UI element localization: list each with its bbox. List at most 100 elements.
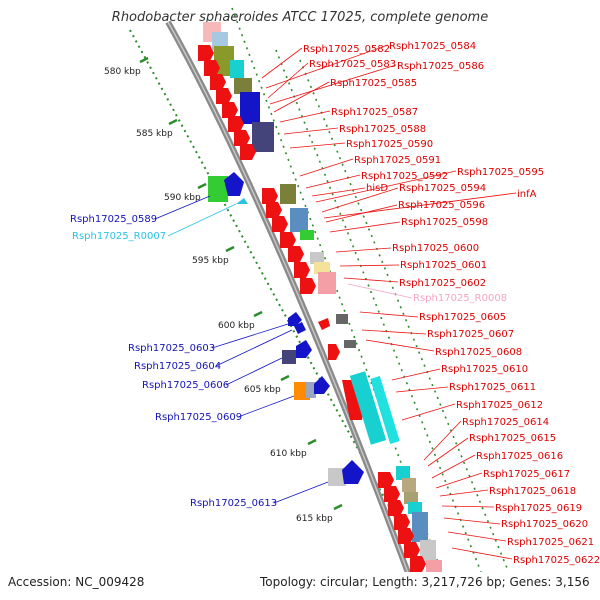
gene-arrow-0618[interactable]: [398, 528, 414, 544]
gene-arrow-0592[interactable]: [266, 202, 282, 218]
gene-arrow-0598[interactable]: [280, 232, 296, 248]
label-0610[interactable]: Rsph17025_0610: [441, 364, 528, 375]
label-0603[interactable]: Rsph17025_0603: [128, 343, 215, 354]
gene-block-0613[interactable]: [328, 468, 346, 486]
label-0606[interactable]: Rsph17025_0606: [142, 380, 229, 391]
label-infA[interactable]: infA: [517, 189, 537, 200]
gene-block-0601[interactable]: [314, 262, 330, 274]
gene-block-0619[interactable]: [420, 540, 436, 562]
label-0609[interactable]: Rsph17025_0609: [155, 412, 242, 423]
gene-arrow-0615[interactable]: [384, 486, 400, 502]
gene-arrow-0602[interactable]: [300, 278, 316, 294]
gene-arrow-0605[interactable]: [318, 318, 330, 330]
gene-block-0589[interactable]: [208, 176, 228, 202]
label-0621[interactable]: Rsph17025_0621: [507, 537, 594, 548]
gene-arrow-0586a[interactable]: [228, 116, 244, 132]
gene-arrow-0589[interactable]: [224, 172, 244, 196]
label-0605[interactable]: Rsph17025_0605: [419, 312, 506, 323]
label-0613[interactable]: Rsph17025_0613: [190, 498, 277, 509]
label-0615[interactable]: Rsph17025_0615: [469, 433, 556, 444]
label-0602[interactable]: Rsph17025_0602: [399, 278, 486, 289]
gene-arrow-0616[interactable]: [388, 500, 404, 516]
label-R0007[interactable]: Rsph17025_R0007: [72, 231, 166, 242]
gene-arrow-0609[interactable]: [314, 376, 330, 394]
gene-arrow-0587a[interactable]: [234, 130, 250, 146]
label-0591[interactable]: Rsph17025_0591: [354, 155, 441, 166]
gene-block-0600[interactable]: [310, 252, 324, 264]
label-0616[interactable]: Rsph17025_0616: [476, 451, 563, 462]
label-0590[interactable]: Rsph17025_0590: [346, 139, 433, 150]
gene-block-0596[interactable]: [300, 230, 314, 240]
gene-arrow-0585a[interactable]: [222, 102, 238, 118]
gene-block-0594[interactable]: [290, 208, 308, 232]
label-0582[interactable]: Rsph17025_0582: [303, 44, 390, 55]
label-0592[interactable]: Rsph17025_0592: [361, 171, 448, 182]
gene-arrow-0582b[interactable]: [204, 60, 220, 76]
gene-arrow-0621[interactable]: [410, 556, 426, 572]
gene-arrow-0588a[interactable]: [240, 144, 256, 160]
gene-block-0585[interactable]: [230, 60, 244, 78]
gene-arrow-0584a[interactable]: [216, 88, 232, 104]
gene-block-0591[interactable]: [280, 184, 296, 204]
label-R0008[interactable]: Rsph17025_R0008: [413, 293, 507, 304]
gene-arrow-0604[interactable]: [294, 322, 306, 334]
gene-block-0617[interactable]: [408, 502, 422, 514]
gene-block-0602[interactable]: [318, 272, 336, 294]
gene-block-0611[interactable]: [349, 371, 387, 445]
label-0596[interactable]: Rsph17025_0596: [398, 200, 485, 211]
gene-arrow-0582a[interactable]: [198, 45, 214, 61]
gene-block-0588[interactable]: [252, 122, 274, 152]
gene-block-0587[interactable]: [240, 92, 260, 124]
gene-arrow-0583a[interactable]: [210, 74, 226, 90]
label-0614[interactable]: Rsph17025_0614: [462, 417, 549, 428]
gene-block-0605[interactable]: [336, 314, 348, 324]
gene-arrow-0606[interactable]: [296, 340, 312, 358]
reverse-leader-lines: [154, 195, 329, 504]
gene-block-0618[interactable]: [412, 512, 428, 542]
label-0600[interactable]: Rsph17025_0600: [392, 243, 479, 254]
label-0585[interactable]: Rsph17025_0585: [330, 78, 417, 89]
gene-arrow-0614[interactable]: [378, 472, 394, 488]
gene-arrow-0601[interactable]: [294, 262, 310, 278]
label-0587[interactable]: Rsph17025_0587: [331, 107, 418, 118]
label-0588[interactable]: Rsph17025_0588: [339, 124, 426, 135]
label-0598[interactable]: Rsph17025_0598: [401, 217, 488, 228]
gene-block-0606[interactable]: [282, 350, 296, 364]
label-0604[interactable]: Rsph17025_0604: [134, 361, 221, 372]
gene-block-0609b[interactable]: [306, 382, 316, 398]
gene-block-0608[interactable]: [344, 340, 356, 348]
label-0607[interactable]: Rsph17025_0607: [427, 329, 514, 340]
gene-block-0583[interactable]: [212, 32, 228, 50]
gene-block-0614[interactable]: [396, 466, 410, 480]
label-0589[interactable]: Rsph17025_0589: [70, 214, 157, 225]
label-0619[interactable]: Rsph17025_0619: [495, 503, 582, 514]
gene-arrow-0620[interactable]: [404, 542, 420, 558]
gene-arrow-0600[interactable]: [288, 246, 304, 262]
label-0617[interactable]: Rsph17025_0617: [483, 469, 570, 480]
label-0618[interactable]: Rsph17025_0618: [489, 486, 576, 497]
label-0595[interactable]: Rsph17025_0595: [457, 167, 544, 178]
gene-arrow-0590[interactable]: [262, 188, 278, 204]
label-0584[interactable]: Rsph17025_0584: [389, 41, 476, 52]
trna-R0007[interactable]: [236, 198, 248, 204]
gene-arrow-0617[interactable]: [394, 514, 410, 530]
label-0586[interactable]: Rsph17025_0586: [397, 61, 484, 72]
gene-arrow-0613[interactable]: [342, 460, 364, 484]
label-0601[interactable]: Rsph17025_0601: [400, 260, 487, 271]
gene-block-0586[interactable]: [234, 78, 252, 94]
gene-block-0621[interactable]: [426, 560, 442, 574]
gene-block-0616[interactable]: [404, 492, 418, 504]
label-0611[interactable]: Rsph17025_0611: [449, 382, 536, 393]
label-0612[interactable]: Rsph17025_0612: [456, 400, 543, 411]
label-0622[interactable]: Rsph17025_0622: [513, 555, 600, 566]
gene-block-0615[interactable]: [402, 478, 416, 492]
label-0620[interactable]: Rsph17025_0620: [501, 519, 588, 530]
label-0608[interactable]: Rsph17025_0608: [435, 347, 522, 358]
gene-block-0612[interactable]: [370, 376, 400, 444]
gene-arrow-0603[interactable]: [288, 312, 302, 326]
label-0594[interactable]: Rsph17025_0594: [399, 183, 486, 194]
gene-arrow-0607[interactable]: [328, 344, 340, 360]
map-title: Rhodobacter sphaeroides ATCC 17025, comp…: [111, 10, 489, 25]
label-0583[interactable]: Rsph17025_0583: [309, 59, 396, 70]
gene-arrow-0595[interactable]: [272, 216, 288, 232]
